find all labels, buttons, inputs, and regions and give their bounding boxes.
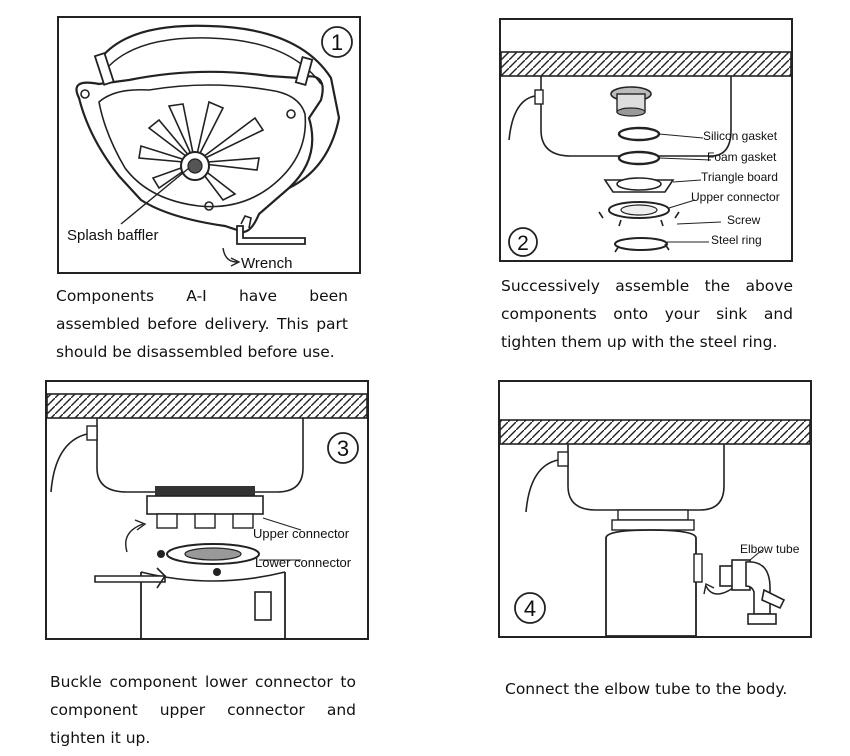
step-4-illustration: Elbow tube 4: [500, 419, 810, 636]
step-3-caption: Buckle component lower connector to comp…: [50, 673, 356, 747]
label-splash-baffler: Splash baffler: [67, 227, 158, 244]
disposer-body: [140, 572, 286, 638]
bolt-left: [93, 52, 115, 86]
foam-gasket: [617, 150, 661, 166]
drain-pipe: [50, 433, 88, 493]
step-2-illustration: Silicon gasket Foam gasket Triangle boar…: [501, 51, 791, 257]
label-steel-ring: Steel ring: [711, 233, 762, 247]
step-number-badge: [327, 432, 359, 464]
steel-ring: [614, 237, 668, 251]
step-4-caption: Connect the elbow tube to the body.: [505, 680, 788, 698]
step-2-panel: Silicon gasket Foam gasket Triangle boar…: [499, 18, 793, 262]
label-screw: Screw: [727, 213, 761, 227]
countertop: [501, 51, 791, 77]
sink-bowl: [567, 444, 725, 511]
label-upper-connector: Upper connector: [691, 190, 780, 204]
countertop: [500, 419, 810, 445]
splash-baffler-ring: [75, 70, 324, 234]
label-silicon-gasket: Silicon gasket: [703, 129, 778, 143]
label-lower-connector: Lower connector: [255, 555, 352, 570]
step-number-badge: [321, 26, 353, 58]
step-number: 3: [337, 436, 349, 461]
countertop: [47, 393, 367, 419]
disposer-body: [605, 529, 697, 636]
step-2-caption: Successively assemble the above componen…: [501, 277, 793, 351]
drain-pipe: [508, 95, 536, 141]
sink-bowl: [96, 418, 304, 493]
label-wrench: Wrench: [241, 255, 292, 272]
wrench: [94, 575, 166, 583]
step-1-caption: Components A-I have been assembled befor…: [56, 287, 348, 361]
silicon-gasket: [617, 126, 661, 142]
wrench: [236, 225, 306, 245]
step-number-badge: [508, 227, 538, 257]
step-4-panel: Elbow tube 4: [498, 380, 812, 638]
step-1-illustration: 1 Splash baffler Wrench: [67, 24, 353, 272]
step-3-illustration: Upper connector Lower connector 3: [47, 393, 367, 638]
drain-pipe: [525, 459, 559, 513]
bolt-right: [294, 56, 314, 86]
elbow-tube: [719, 559, 786, 625]
label-foam-gasket: Foam gasket: [707, 150, 777, 164]
step-number-badge: [514, 592, 546, 624]
label-triangle-board: Triangle board: [701, 170, 778, 184]
grinding-blades: [138, 100, 265, 202]
step-1-panel: 1 Splash baffler Wrench: [57, 16, 361, 274]
label-upper-connector: Upper connector: [253, 526, 350, 541]
step-number: 4: [524, 596, 536, 621]
disposer-body-outline: [100, 24, 341, 189]
label-elbow-tube: Elbow tube: [740, 542, 800, 556]
step-number: 1: [331, 30, 343, 55]
step-number: 2: [517, 232, 529, 255]
upper-connector: [146, 495, 264, 515]
step-3-panel: Upper connector Lower connector 3: [45, 380, 369, 640]
